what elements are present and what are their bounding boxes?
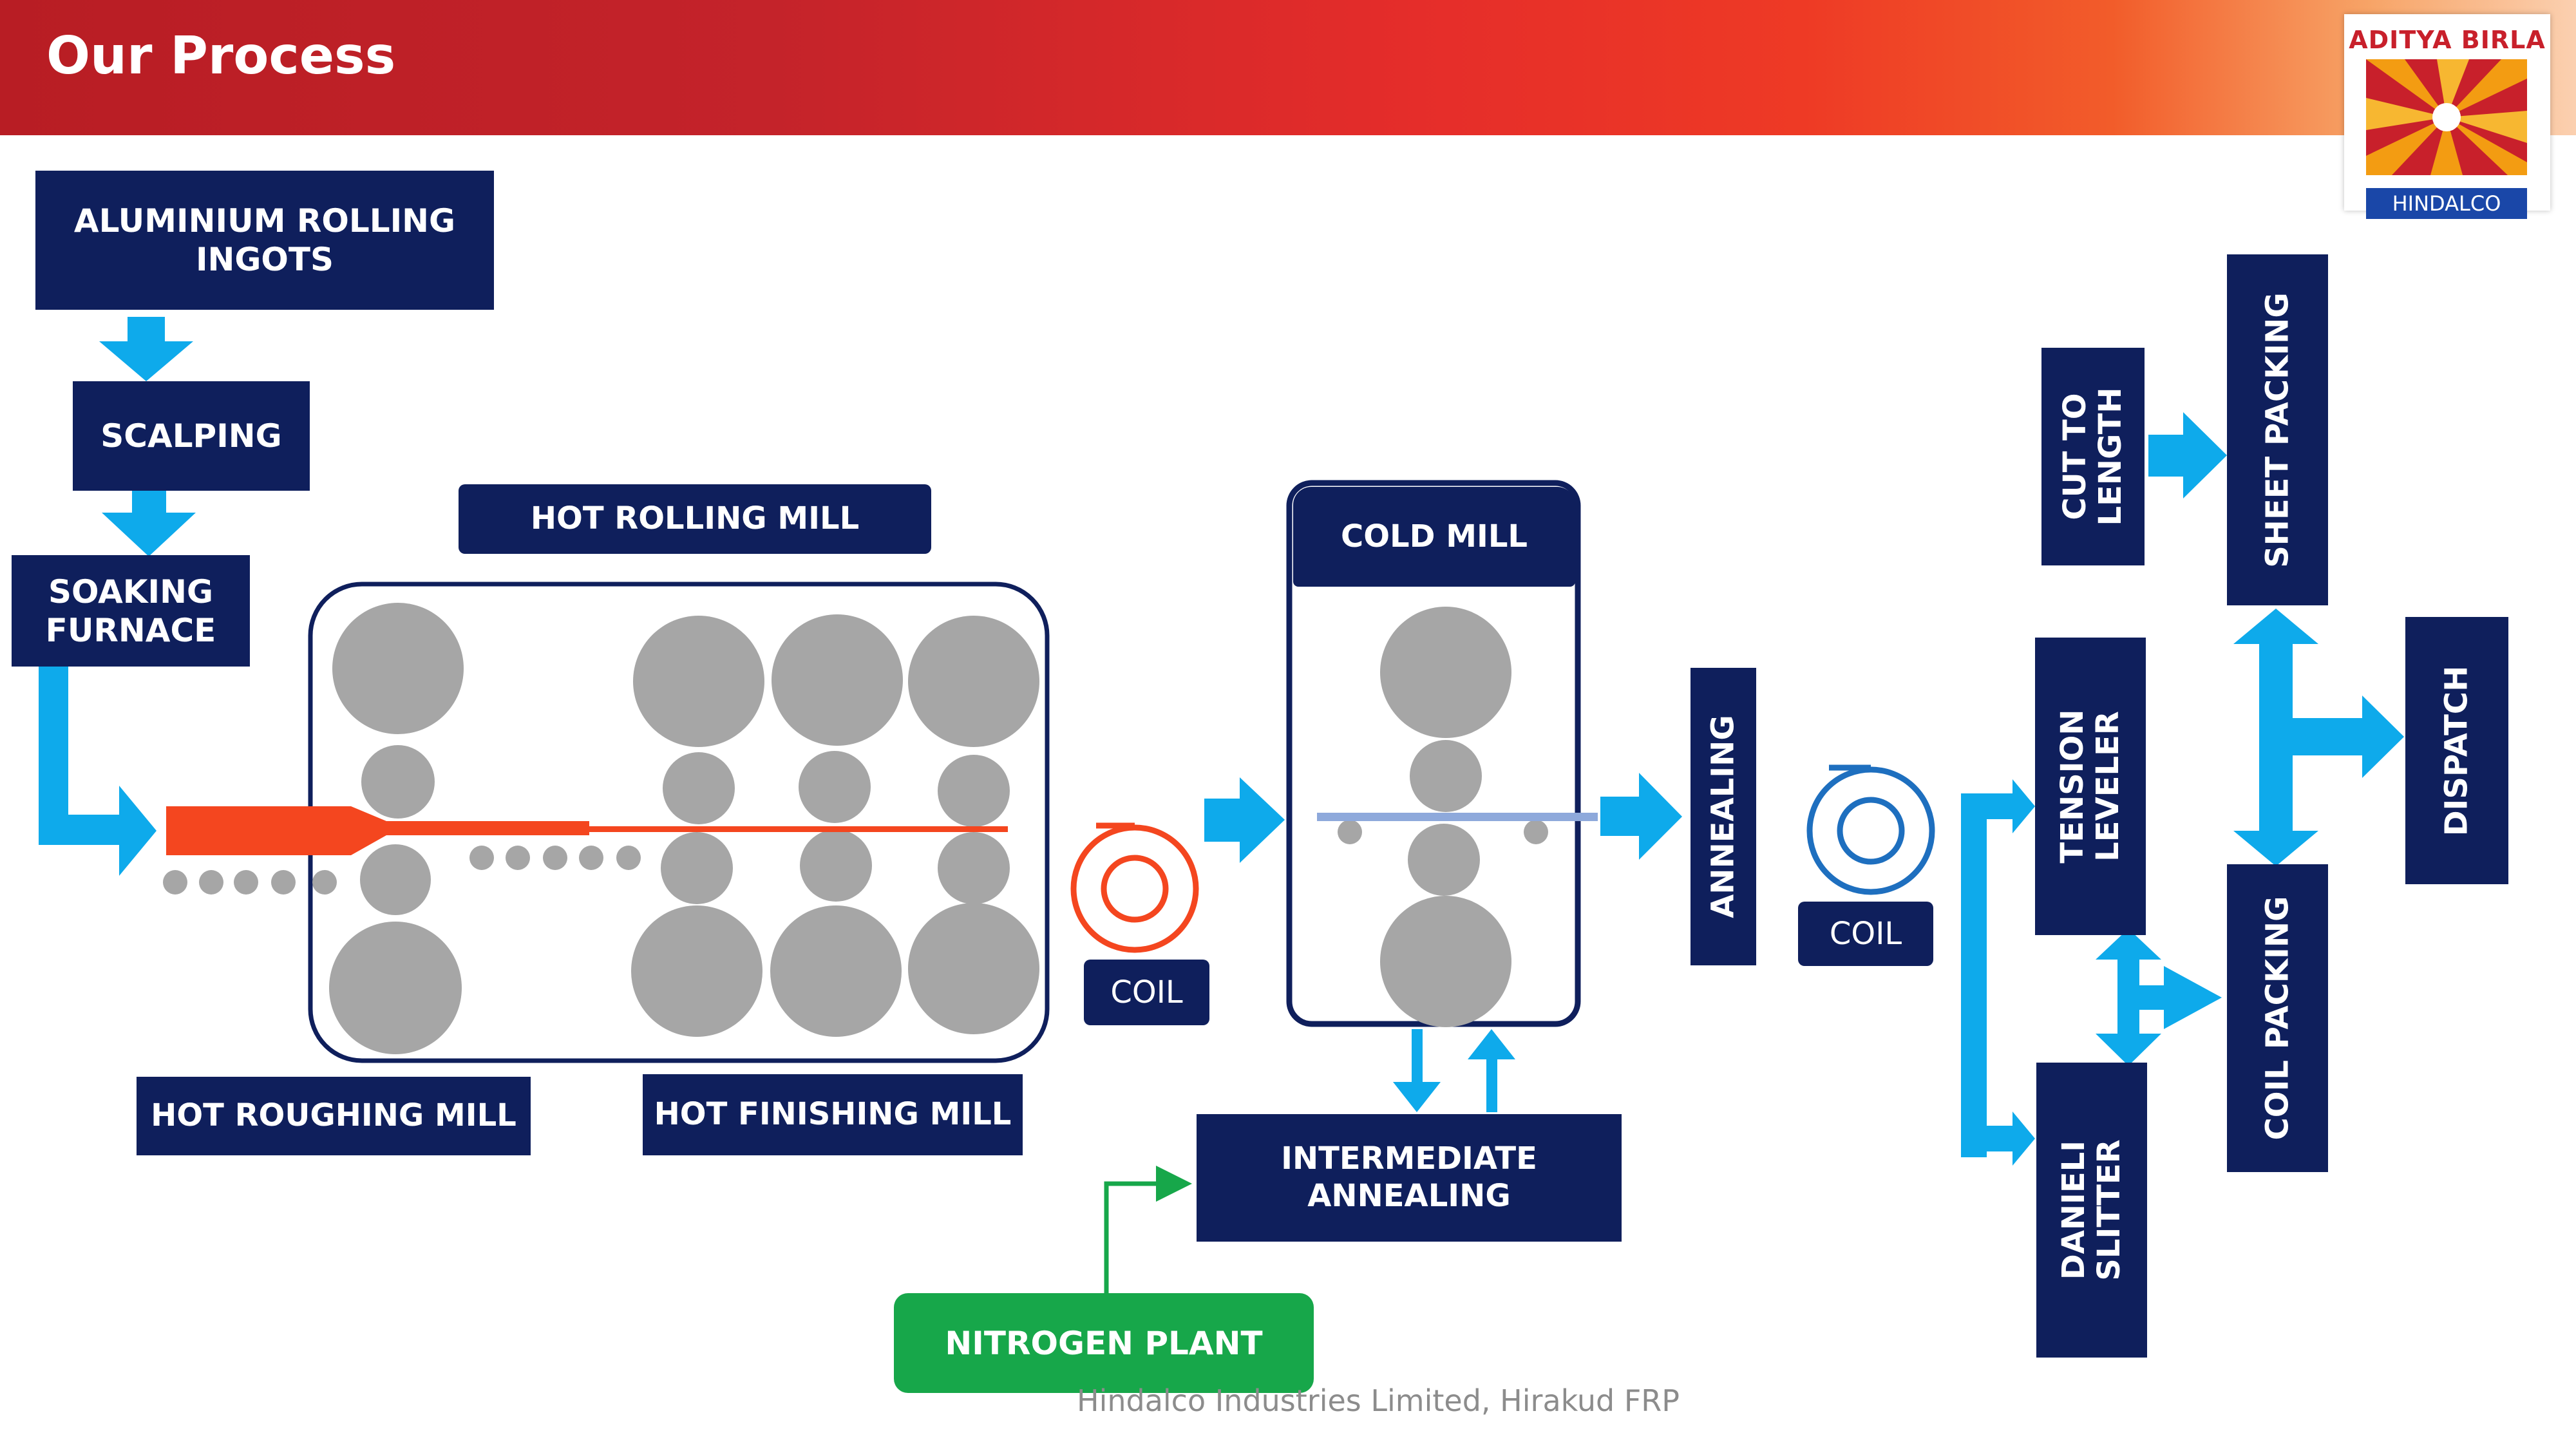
arrow-down-icon [1393,1029,1441,1112]
roller [1380,896,1511,1027]
roller [1410,740,1482,812]
annealing-label: ANNEALING [1705,715,1741,918]
logo-brand-text: ADITYA BIRLA [2349,26,2546,54]
arrow-up-icon [1468,1029,1515,1112]
hot-roughing-mill-box: HOT ROUGHING MILL [137,1077,531,1155]
danieli-slitter-box: DANIELI SLITTER [2036,1063,2147,1358]
finishing-mill-rollers [631,614,1039,1037]
aditya-birla-logo: ADITYA BIRLA HINDALCO [2344,14,2550,219]
roller [938,755,1010,827]
hot-roughing-mill-label: HOT ROUGHING MILL [151,1097,516,1134]
roller [361,745,435,819]
hot-finishing-mill-box: HOT FINISHING MILL [643,1074,1023,1155]
danieli-slitter-label: DANIELI SLITTER [2055,1139,2127,1281]
coil-label-cold: COIL [1798,902,1933,966]
roller [631,905,762,1037]
header-banner: Our Process [0,0,2576,135]
nitrogen-supply-line [1104,1166,1192,1294]
coil-packing-box: COIL PACKING [2227,864,2328,1172]
coil-packing-label: COIL PACKING [2259,896,2295,1141]
dispatch-box: DISPATCH [2405,617,2508,884]
arrow-updown-icon [2233,609,2318,866]
annealing-box: ANNEALING [1690,668,1756,965]
arrow-right-icon [1600,773,1682,860]
arrow-down-icon [102,489,196,556]
sheet-packing-label: SHEET PACKING [2259,292,2295,568]
rising-sun-icon [2366,59,2527,175]
hot-finishing-mill-label: HOT FINISHING MILL [654,1096,1012,1133]
cold-mill-rollers [1338,607,1548,1027]
cold-mill-box: COLD MILL [1293,487,1575,587]
roller [661,832,733,904]
nitrogen-plant-box: NITROGEN PLANT [894,1293,1314,1393]
logo-hindalco-text: HINDALCO [2366,188,2527,219]
scalping-box: SCALPING [73,381,310,491]
table-rollers [163,846,641,895]
intermediate-annealing-box: INTERMEDIATE ANNEALING [1197,1114,1622,1242]
hot-rolling-mill-box: HOT ROLLING MILL [459,484,931,554]
arrow-right-icon [1204,777,1285,863]
roller [360,844,431,915]
soaking-furnace-box: SOAKING FURNACE [12,555,250,667]
arrow-right-icon [2148,412,2227,498]
roller [799,751,871,823]
cut-to-length-box: CUT TO LENGTH [2041,348,2145,565]
arrow-elbow-icon [39,667,156,876]
hot-rolling-mill-label: HOT ROLLING MILL [530,500,860,537]
roller [772,614,903,746]
soaking-furnace-label: SOAKING FURNACE [45,573,216,649]
page-title: Our Process [46,26,396,86]
cold-strip [1317,813,1598,821]
ingots-label: ALUMINIUM ROLLING INGOTS [73,202,456,278]
scalping-label: SCALPING [100,417,282,455]
hot-slab [166,806,589,855]
roller [1408,824,1480,896]
cold-mill-label: COLD MILL [1341,518,1528,554]
roller [663,752,735,824]
roughing-mill-rollers [329,603,464,1054]
flow-arrows [39,317,2404,1166]
roller [938,832,1010,904]
intermediate-annealing-label: INTERMEDIATE ANNEALING [1281,1141,1537,1214]
tension-leveler-label: TENSION LEVELER [2054,709,2126,864]
arrow-down-icon [99,317,193,381]
footer-text: Hindalco Industries Limited, Hirakud FRP [1076,1383,1680,1418]
hot-coil-icon [1070,822,1199,953]
roller [908,903,1039,1034]
cut-to-length-label: CUT TO LENGTH [2056,387,2128,526]
tension-leveler-box: TENSION LEVELER [2035,638,2146,935]
roller [633,616,764,747]
coil-label-hot: COIL [1084,960,1209,1025]
roller [800,829,872,902]
ingots-box: ALUMINIUM ROLLING INGOTS [35,171,494,310]
roller [908,616,1039,747]
nitrogen-plant-label: NITROGEN PLANT [945,1324,1263,1362]
sheet-packing-box: SHEET PACKING [2227,254,2328,605]
roller [1380,607,1511,738]
cold-coil-icon [1806,764,1935,895]
hot-strip [589,826,1008,832]
dispatch-label: DISPATCH [2438,665,2475,836]
roller [329,922,462,1054]
roller [770,905,902,1037]
roller [332,603,464,734]
arrow-updown-icon [2096,929,2161,1066]
